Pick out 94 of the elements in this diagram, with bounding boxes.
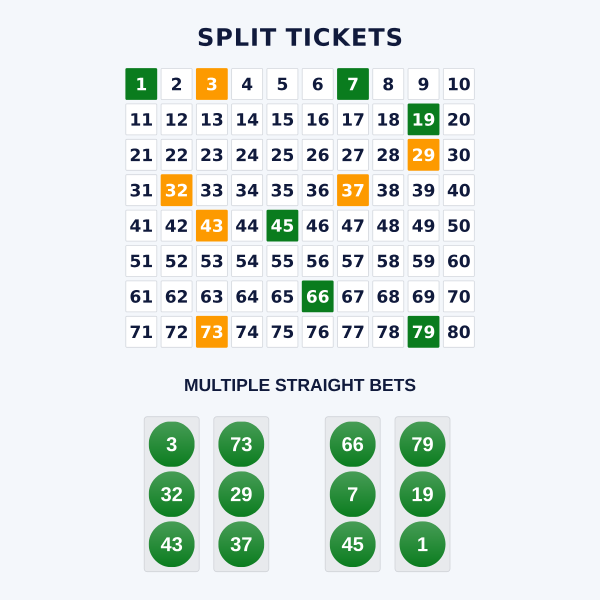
number-cell: 42 [160,210,192,242]
number-cell: 10 [442,68,475,100]
number-cell: 49 [408,210,440,242]
number-cell: 12 [160,104,192,136]
number-cell: 14 [231,104,264,136]
number-cell: 1 [125,68,158,100]
number-cell: 55 [266,245,298,277]
number-cell: 21 [125,138,158,171]
number-cell: 47 [337,210,369,242]
number-cell: 34 [231,174,264,206]
number-ball: 7 [348,487,358,502]
number-cell: 40 [442,174,475,206]
number-cell: 9 [408,68,440,100]
number-cell: 52 [160,245,192,277]
number-cell: 51 [125,245,158,277]
number-cell: 23 [196,138,228,171]
number-cell: 74 [231,316,264,348]
number-cell: 35 [266,174,298,206]
number-cell: 44 [231,210,264,242]
number-cell: 15 [266,104,298,136]
number-ball: 45 [342,537,364,552]
number-cell: 54 [231,245,264,277]
number-cell: 56 [302,245,334,277]
number-cell: 57 [337,245,369,277]
number-cell: 39 [408,174,440,206]
number-cell: 68 [372,280,404,312]
number-cell: 16 [302,104,334,136]
number-cell: 2 [160,68,192,100]
number-cell: 46 [302,210,334,242]
number-cell: 69 [408,280,440,312]
number-cell: 43 [196,210,228,242]
number-cell: 19 [408,104,440,136]
number-cell: 62 [160,280,192,312]
number-cell: 76 [302,316,334,348]
number-ball: 37 [230,537,252,552]
number-cell: 37 [337,174,369,206]
number-ball: 19 [412,487,433,502]
title: SPLIT TICKETS [198,28,402,46]
number-cell: 29 [408,138,440,171]
number-cell: 17 [337,104,369,136]
number-cell: 7 [337,68,369,100]
number-ball: 1 [418,537,428,552]
number-cell: 70 [442,280,475,312]
number-cell: 79 [408,316,440,348]
number-cell: 45 [266,210,298,242]
number-cell: 28 [372,138,404,171]
number-cell: 61 [125,280,158,312]
number-cell: 41 [125,210,158,242]
number-ball: 43 [160,537,182,552]
number-cell: 8 [372,68,404,100]
number-ball: 79 [412,437,433,452]
number-ball: 29 [230,487,252,502]
number-cell: 25 [266,138,298,171]
number-cell: 77 [337,316,369,348]
number-cell: 3 [196,68,228,100]
number-cell: 38 [372,174,404,206]
number-cell: 66 [302,280,334,312]
number-cell: 6 [302,68,334,100]
number-cell: 4 [231,68,264,100]
number-ball: 66 [342,437,364,452]
number-ball: 73 [231,437,252,452]
number-ball: 32 [161,487,182,502]
number-cell: 60 [442,245,475,277]
section-heading: MULTIPLE STRAIGHT BETS [185,378,416,392]
number-cell: 13 [196,104,228,136]
number-cell: 71 [125,316,158,348]
number-cell: 58 [372,245,404,277]
number-cell: 53 [196,245,228,277]
number-cell: 75 [266,316,298,348]
number-cell: 26 [302,138,334,171]
number-cell: 27 [337,138,369,171]
number-cell: 63 [196,280,228,312]
number-cell: 33 [196,174,228,206]
number-cell: 24 [231,138,264,171]
number-cell: 18 [372,104,404,136]
number-cell: 67 [337,280,369,312]
number-cell: 5 [266,68,298,100]
number-cell: 31 [125,174,158,206]
number-cell: 65 [266,280,298,312]
number-cell: 64 [231,280,264,312]
number-cell: 78 [372,316,404,348]
number-cell: 32 [160,174,192,206]
number-ball: 3 [166,437,177,452]
number-cell: 59 [408,245,440,277]
number-cell: 36 [302,174,334,206]
number-cell: 73 [196,316,228,348]
number-cell: 50 [442,210,475,242]
number-cell: 22 [160,138,192,171]
number-cell: 20 [442,104,475,136]
number-cell: 11 [125,104,158,136]
number-cell: 80 [442,316,475,348]
number-cell: 48 [372,210,404,242]
number-cell: 72 [160,316,192,348]
number-cell: 30 [442,138,475,171]
